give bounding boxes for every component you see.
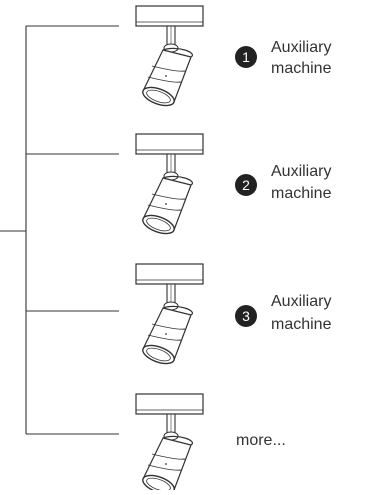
number-badge [235,305,257,327]
label-line1: Auxiliary [271,39,331,56]
branch-connector-lines [0,25,119,435]
label-line2: machine [271,60,332,77]
more-label: more... [236,432,286,449]
number-badge [235,46,257,68]
spotlight-icon-2 [135,133,204,238]
unit-3-label: 3 Auxiliary machine [235,293,332,333]
badge-number: 1 [242,49,250,65]
label-line2: machine [271,185,332,202]
unit-2-label: 2 Auxiliary machine [235,163,332,202]
label-line2: machine [271,316,332,333]
spotlight-icon-1 [135,5,204,110]
label-line1: Auxiliary [271,293,331,310]
spotlight-icon-4 [135,393,204,495]
label-line1: Auxiliary [271,163,331,180]
unit-1-label: 1 Auxiliary machine [235,39,332,77]
badge-number: 3 [242,308,250,324]
number-badge [235,174,257,196]
badge-number: 2 [242,177,250,193]
spotlight-icon-3 [135,263,204,368]
